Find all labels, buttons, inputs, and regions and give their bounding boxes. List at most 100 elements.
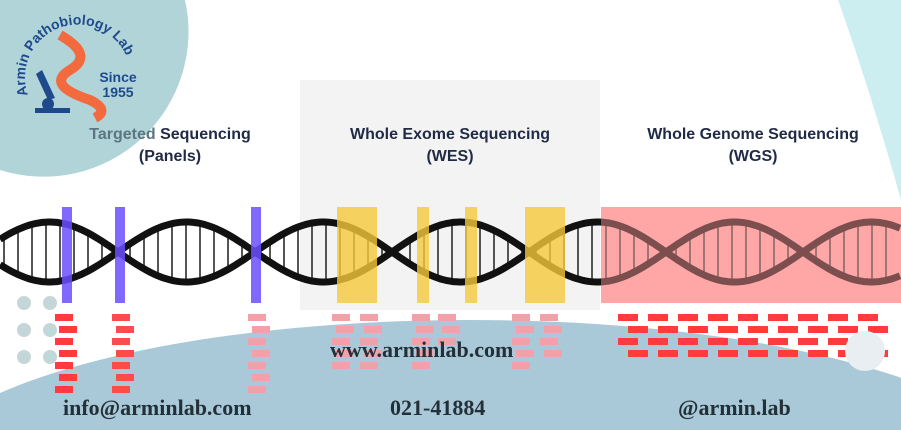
- read-dash: [55, 386, 73, 393]
- logo-dna-icon: [56, 30, 107, 123]
- social-handle[interactable]: @armin.lab: [678, 395, 791, 420]
- read-dash: [688, 350, 708, 357]
- decorative-circle: [845, 331, 885, 371]
- read-dash: [360, 338, 378, 345]
- read-dash: [112, 314, 130, 321]
- read-dash: [828, 314, 848, 321]
- logo-microscope-arm: [36, 70, 55, 100]
- read-dash: [248, 362, 266, 369]
- sequence-reads: [55, 314, 888, 393]
- read-dash: [544, 350, 562, 357]
- read-dash: [336, 326, 354, 333]
- heading-title: Whole Exome Sequencing: [349, 126, 551, 143]
- read-dash: [678, 338, 698, 345]
- read-dash: [678, 314, 698, 321]
- logo-year: 1955: [102, 84, 133, 100]
- dot: [17, 350, 31, 364]
- read-dash: [364, 350, 382, 357]
- read-dash: [540, 338, 558, 345]
- dot: [43, 296, 57, 310]
- read-dash: [658, 350, 678, 357]
- read-dash: [59, 350, 77, 357]
- read-dash: [708, 338, 728, 345]
- read-dash: [59, 326, 77, 333]
- read-dash: [438, 338, 456, 345]
- exome-marker: [525, 207, 565, 303]
- read-dash: [438, 314, 456, 321]
- heading-wes: Whole Exome Sequencing (WES): [320, 124, 580, 168]
- read-dash: [55, 338, 73, 345]
- read-dash: [658, 326, 678, 333]
- heading-title: Whole Genome Sequencing: [647, 126, 859, 143]
- exome-marker: [465, 207, 477, 303]
- read-dash: [778, 326, 798, 333]
- helix-strand: [0, 218, 901, 286]
- read-dash: [55, 314, 73, 321]
- read-dash: [768, 338, 788, 345]
- read-dash: [112, 386, 130, 393]
- dna-helix: [0, 207, 901, 303]
- read-dash: [248, 314, 266, 321]
- heading-subtitle: (WGS): [728, 148, 778, 165]
- wgs-overlay: [601, 207, 901, 303]
- read-dash: [332, 338, 350, 345]
- read-dash: [838, 326, 858, 333]
- read-dash: [628, 326, 648, 333]
- read-dash: [416, 350, 434, 357]
- heading-subtitle: (WES): [426, 148, 474, 165]
- read-dash: [808, 350, 828, 357]
- read-dash: [718, 350, 738, 357]
- read-dash: [808, 326, 828, 333]
- read-dash: [248, 386, 266, 393]
- read-dash: [628, 350, 648, 357]
- exome-marker: [417, 207, 429, 303]
- top-left-blob: [0, 0, 189, 177]
- read-dash: [828, 338, 848, 345]
- read-dash: [360, 362, 378, 369]
- markers: [62, 207, 565, 303]
- decorative-dots: [17, 296, 57, 364]
- read-dash: [708, 314, 728, 321]
- read-dash: [59, 374, 77, 381]
- exome-marker: [337, 207, 377, 303]
- heading-wgs: Whole Genome Sequencing (WGS): [620, 124, 886, 168]
- read-dash: [868, 326, 888, 333]
- read-dash: [248, 338, 266, 345]
- phone-number: 021-41884: [390, 395, 486, 420]
- read-dash: [540, 314, 558, 321]
- read-dash: [748, 350, 768, 357]
- read-dash: [516, 350, 534, 357]
- read-dash: [252, 374, 270, 381]
- top-right-shape: [838, 0, 901, 200]
- panel-marker: [251, 207, 261, 303]
- read-dash: [252, 326, 270, 333]
- read-dash: [798, 338, 818, 345]
- helix-strand: [0, 218, 901, 286]
- read-dash: [416, 326, 434, 333]
- read-dash: [116, 326, 134, 333]
- read-dash: [364, 326, 382, 333]
- email-link[interactable]: info@arminlab.com: [63, 395, 252, 420]
- website-link[interactable]: www.arminlab.com: [330, 337, 514, 362]
- read-dash: [412, 338, 430, 345]
- read-dash: [412, 362, 430, 369]
- read-dash: [648, 314, 668, 321]
- panel-marker: [62, 207, 72, 303]
- heading-highlight: Targeted: [89, 126, 156, 143]
- heading-targeted: Targeted Sequencing (Panels): [40, 124, 300, 168]
- dot: [43, 350, 57, 364]
- heading-subtitle: (Panels): [138, 148, 202, 165]
- read-dash: [768, 314, 788, 321]
- read-dash: [778, 350, 798, 357]
- read-dash: [512, 362, 530, 369]
- read-dash: [738, 338, 758, 345]
- read-dash: [512, 314, 530, 321]
- read-dash: [442, 326, 460, 333]
- read-dash: [748, 326, 768, 333]
- logo-since: Since: [99, 69, 137, 85]
- read-dash: [412, 314, 430, 321]
- heading-title: Sequencing: [155, 126, 251, 143]
- read-dash: [618, 338, 638, 345]
- read-dash: [336, 350, 354, 357]
